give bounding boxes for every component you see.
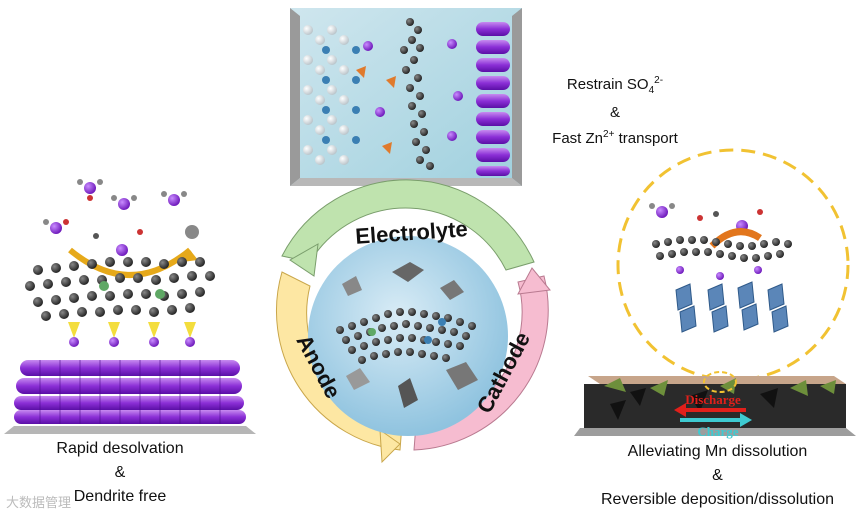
zoom-circle [616,148,850,382]
left-caption-line1: Rapid desolvation [56,440,184,457]
top-caption-line3: Fast Zn2+ transport [552,129,678,147]
top-caption: Restrain SO42- & Fast Zn2+ transport [540,70,690,150]
watermark: 大数据管理 [6,496,72,511]
right-caption-line2: & [712,467,723,484]
mno2-lattice [675,281,789,333]
graphene-sheet-right [652,236,792,262]
desolvation-arrow [68,247,192,278]
left-caption: Rapid desolvation & Dendrite free [20,437,220,509]
charge-label: Charge [697,424,738,439]
zinc-ions-top [363,39,463,141]
graphene-sheet-left [25,257,215,321]
zinc-plate [4,360,256,434]
charge-arrow [680,413,752,427]
cathode-rods-top [476,22,510,176]
top-caption-line1: Restrain SO42- [566,75,664,96]
solvated-ions-left [43,179,199,256]
top-caption-line2: & [609,104,620,121]
zinc-ions-left [68,322,196,347]
cycle-diagram [275,179,551,464]
solvated-ions-right [649,203,763,232]
discharge-arrow [674,403,746,417]
right-caption-line3: Reversible deposition/dissolution [600,491,835,508]
zinc-ions-right [676,266,762,280]
left-caption-line2: & [114,464,126,481]
graphene-sheet-top [400,18,434,170]
right-caption-line1: Alleviating Mn dissolution [627,443,808,460]
electrolyte-label: Electrolyte [354,216,468,249]
left-caption-line3: Dendrite free [73,488,167,505]
discharge-label: Discharge [685,392,741,407]
right-caption: Alleviating Mn dissolution & Reversible … [575,440,860,512]
anode-lattice [303,25,360,165]
